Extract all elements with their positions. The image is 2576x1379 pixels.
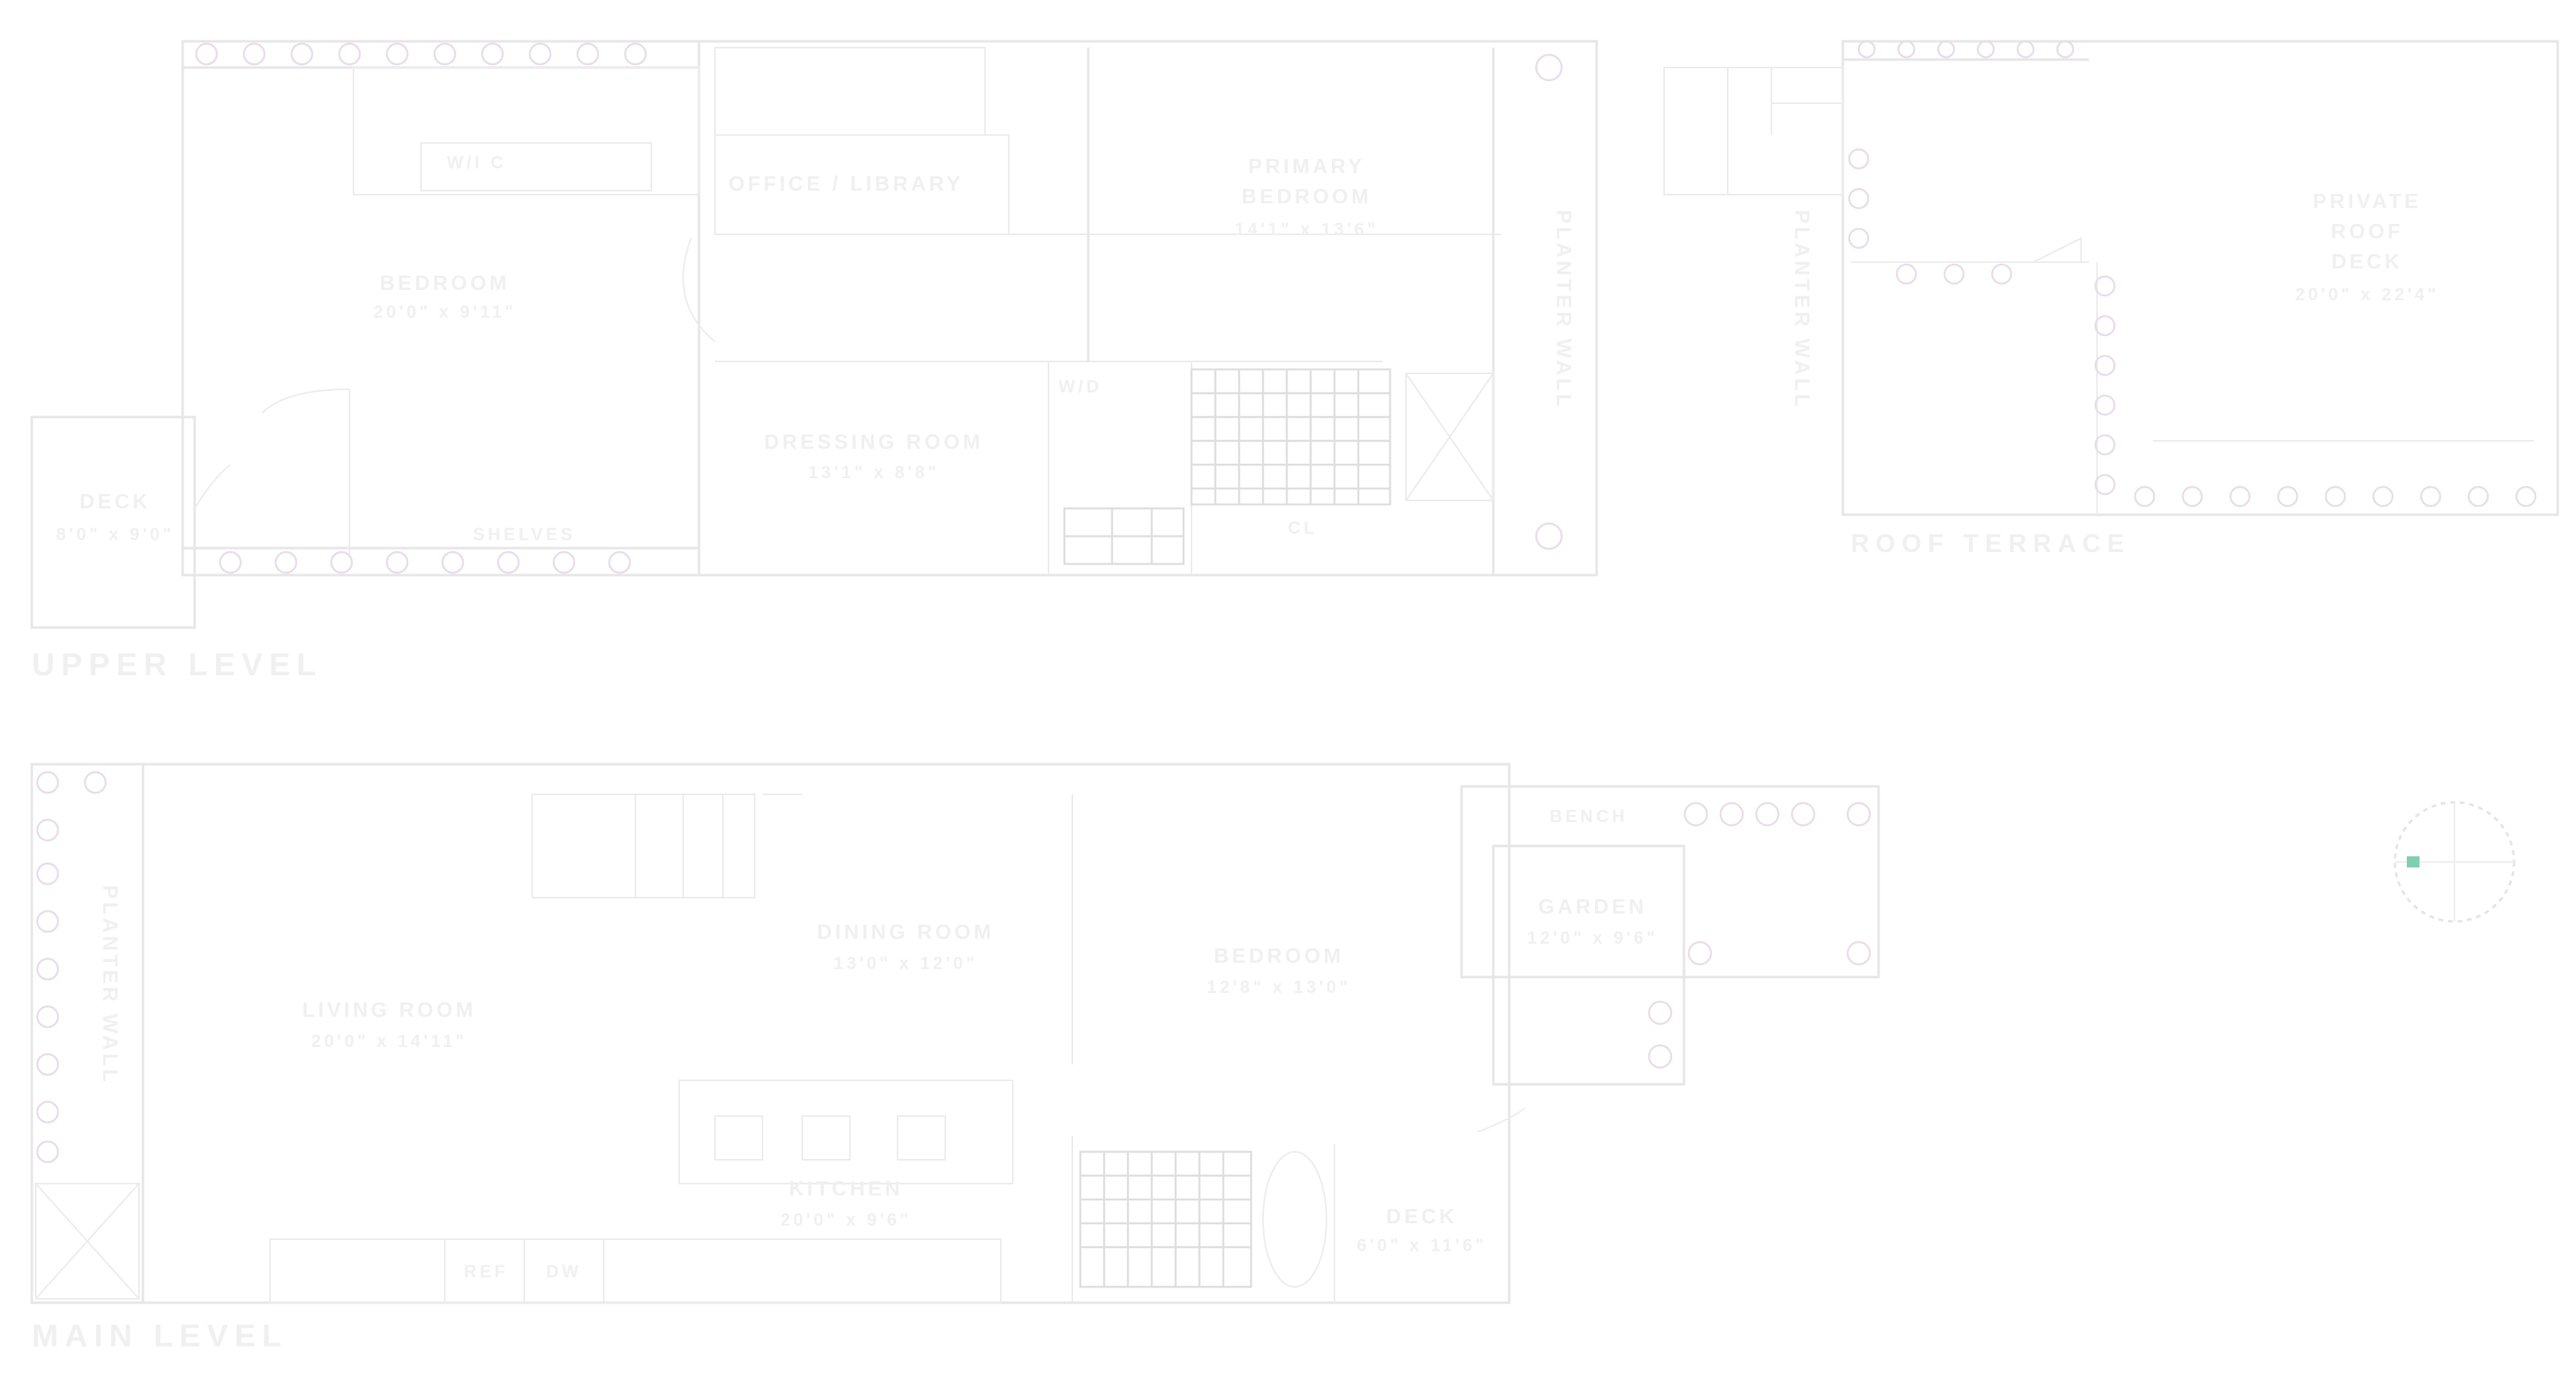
garden-dims: 12'0" x 9'6" xyxy=(1527,928,1659,948)
roof-deck-name3: DECK xyxy=(2331,249,2403,273)
main-skylight-icon xyxy=(35,1183,140,1300)
garden-name: GARDEN xyxy=(1539,894,1647,918)
main-deck-dims: 6'0" x 11'6" xyxy=(1357,1235,1487,1255)
main-bedroom-name: BEDROOM xyxy=(1214,944,1344,968)
primary-bedroom-dims: 14'1" x 13'6" xyxy=(1234,219,1378,239)
main-staircase-icon xyxy=(531,794,802,898)
kitchen-dims: 20'0" x 9'6" xyxy=(781,1210,912,1230)
roof-deck-name: PRIVATE xyxy=(2313,189,2422,213)
upper-deck-name: DECK xyxy=(79,489,151,513)
primary-bedroom-name2: BEDROOM xyxy=(1242,184,1372,208)
roof-deck-dims: 20'0" x 22'4" xyxy=(2295,284,2439,304)
wd-label: W/D xyxy=(1059,377,1103,396)
upper-deck-dims: 8'0" x 9'0" xyxy=(56,524,175,544)
upper-planters xyxy=(195,42,1563,574)
roof-deck-name2: ROOF xyxy=(2331,219,2403,243)
main-bedroom-dims: 12'8" x 13'0" xyxy=(1207,977,1350,997)
upper-planter-wall-label: PLANTER WALL xyxy=(1552,210,1576,410)
upper-level-title: UPPER LEVEL xyxy=(32,647,322,682)
upper-level: BEDROOM 20'0" x 9'11" OFFICE / LIBRARY P… xyxy=(30,40,1598,682)
bench-label: BENCH xyxy=(1550,806,1628,826)
office-library-name: OFFICE / LIBRARY xyxy=(728,172,964,195)
dining-room-name: DINING ROOM xyxy=(817,920,994,944)
main-shower-tile-grid xyxy=(1079,1150,1327,1288)
skylight-icon xyxy=(1405,373,1494,501)
upper-shelves-label: SHELVES xyxy=(473,524,575,544)
dressing-room-dims: 13'1" x 8'8" xyxy=(809,462,940,482)
upper-bedroom-name: BEDROOM xyxy=(380,271,510,295)
ref-label: REF xyxy=(464,1261,508,1281)
wic-label: W/I C xyxy=(447,153,507,172)
kitchen-name: KITCHEN xyxy=(789,1176,903,1200)
main-planter-wall-label: PLANTER WALL xyxy=(98,885,122,1085)
living-room-name: LIVING ROOM xyxy=(303,998,477,1022)
dw-label: DW xyxy=(546,1261,582,1281)
roof-planter-wall-label: PLANTER WALL xyxy=(1790,210,1814,410)
shower-tile-grid xyxy=(1063,368,1392,566)
main-deck-name: DECK xyxy=(1386,1204,1458,1228)
main-level-title: MAIN LEVEL xyxy=(32,1319,288,1354)
dressing-room-name: DRESSING ROOM xyxy=(764,430,983,454)
cl-label: CL xyxy=(1288,518,1317,538)
roof-terrace-title: ROOF TERRACE xyxy=(1851,529,2130,558)
primary-bedroom-name: PRIMARY xyxy=(1249,154,1365,178)
main-planters xyxy=(36,771,1871,1164)
dining-room-dims: 13'0" x 12'0" xyxy=(833,953,977,973)
upper-bedroom-dims: 20'0" x 9'11" xyxy=(373,302,516,322)
roof-terrace: PRIVATE ROOF DECK 20'0" x 22'4" PLANTER … xyxy=(1663,40,2559,558)
staircase-icon xyxy=(1663,67,1844,195)
main-level: LIVING ROOM 20'0" x 14'11" DINING ROOM 1… xyxy=(30,763,1880,1354)
roof-planters xyxy=(1848,40,2537,508)
compass-rose-icon xyxy=(2393,801,2516,923)
living-room-dims: 20'0" x 14'11" xyxy=(311,1031,467,1051)
